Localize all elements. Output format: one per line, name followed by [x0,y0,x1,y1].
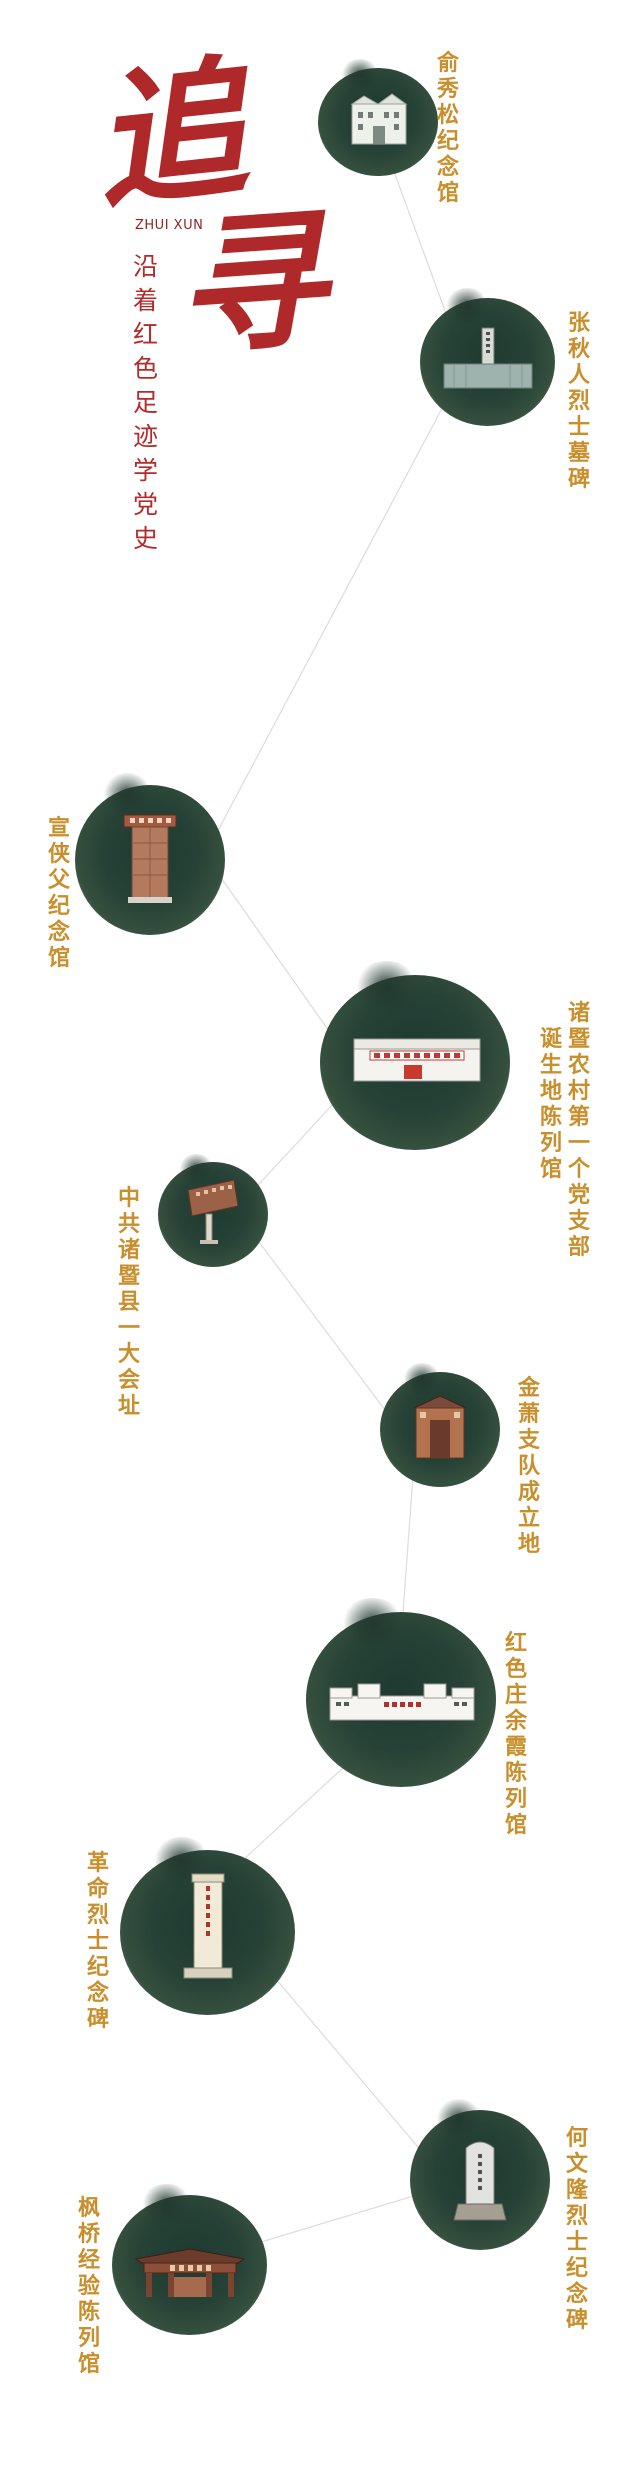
tombstone-icon [443,327,533,389]
station-yu-xiusong[interactable] [318,59,438,178]
station-label: 宣侠父纪念馆 [48,815,71,971]
station-zhang-qiuren[interactable] [420,287,555,426]
station-label: 革命烈士纪念碑 [87,1850,110,2032]
title-pinyin: ZHUI XUN [135,218,204,233]
archway-icon [413,1395,467,1459]
station-label: 红色庄余霞陈列馆 [505,1630,528,1838]
station-fengqiao-experience[interactable] [112,2183,267,2335]
station-label: 俞秀松纪念馆 [437,50,460,206]
exhibition-hall-icon [353,1038,481,1082]
station-label: 枫桥经验陈列馆 [78,2195,101,2377]
white-wall-hall-icon [329,1683,475,1721]
subtitle: 沿着红色足迹学党史 [133,252,159,553]
station-label: 何文隆烈士纪念碑 [566,2125,589,2333]
memorial-gate-icon [123,814,177,903]
pavilion-icon [134,2248,246,2297]
station-label: 金萧支队成立地 [518,1375,541,1557]
station-martyrs-monument[interactable] [120,1836,295,2015]
plaque-icon [187,1179,239,1244]
title-block: 追 ZHUI XUN 寻 沿着红色足迹学党史 [85,40,331,553]
station-jinxiao-detachment[interactable] [380,1362,500,1487]
station-first-congress[interactable] [158,1153,268,1267]
station-xuan-xiafu[interactable] [75,773,225,935]
station-first-branch[interactable] [320,961,510,1150]
station-label: 诸暨农村第一个党支部 [568,1000,591,1260]
title-char-xun: 寻 [169,191,331,379]
station-he-wenlong[interactable] [410,2098,550,2250]
stele-icon [453,2141,507,2221]
ink-blob [158,1153,268,1267]
station-label-col2: 诞生地陈列馆 [540,1026,563,1182]
monument-icon [183,1873,233,1979]
station-label: 中共诸暨县一大会址 [118,1185,141,1419]
title-char-zhui: 追 [86,39,254,231]
memorial-hall-icon [350,93,408,145]
station-label: 张秋人烈士墓碑 [568,310,591,492]
station-yuxia-hall[interactable] [306,1598,496,1787]
